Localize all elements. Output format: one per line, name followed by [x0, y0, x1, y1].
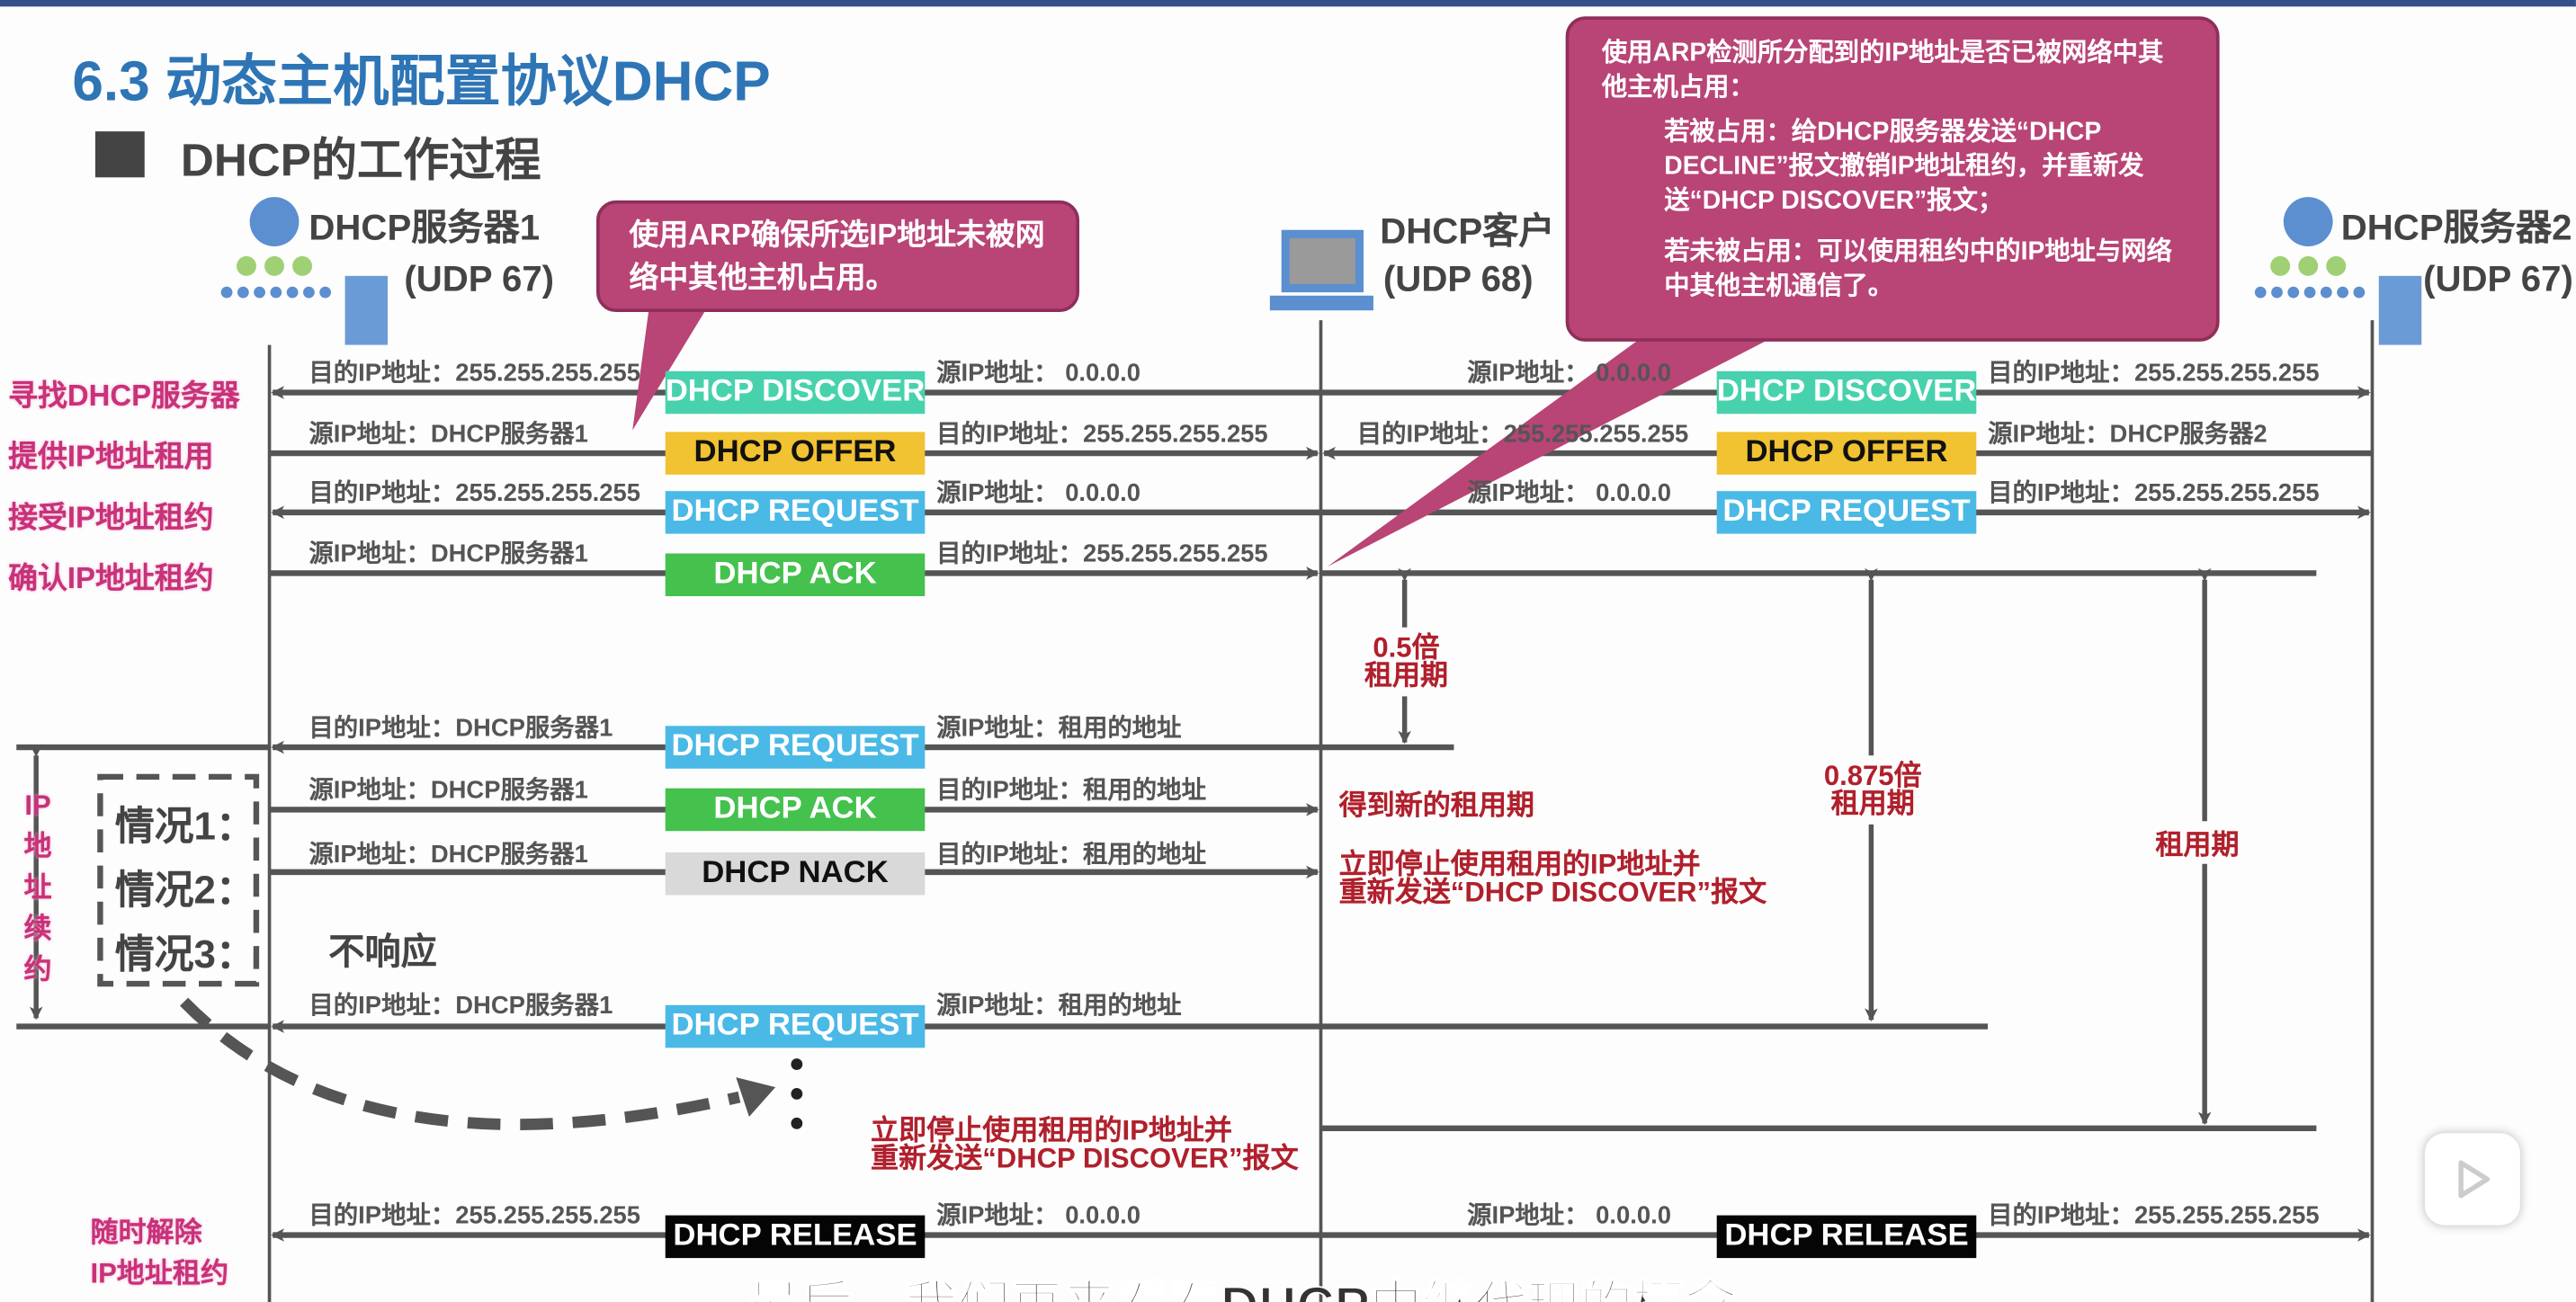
address-label: 源IP地址：租用的地址 [936, 714, 1182, 743]
dhcp-ack-box: DHCP ACK [665, 788, 926, 832]
client-port: (UDP 68) [1382, 257, 1534, 299]
dhcp-request-box: DHCP REQUEST [665, 491, 926, 534]
cases-dashed-box [97, 773, 260, 987]
address-label: 源IP地址：DHCP服务器1 [309, 776, 588, 805]
renewal-label-char: IP [24, 789, 51, 822]
address-label: 源IP地址： 0.0.0.0 [936, 1201, 1140, 1231]
release-label-line: 随时解除 [90, 1217, 202, 1249]
address-label: 目的IP地址：租用的地址 [936, 776, 1206, 805]
ellipsis-dot [791, 1088, 803, 1100]
dhcp-discover-box: DHCP DISCOVER [1716, 370, 1976, 415]
callout-text: 若被占用：给DHCP服务器发送“DHCP DECLINE”报文撤销IP地址租约，… [1664, 118, 2144, 216]
ellipsis-dot [791, 1058, 803, 1070]
play-button[interactable] [2424, 1133, 2520, 1226]
video-caption: 最后，我们再来看看DHCP中继代理的概念 [747, 1264, 1739, 1302]
address-label: 目的IP地址：255.255.255.255 [309, 360, 640, 388]
callout-text: 使用ARP检测所分配到的IP地址是否已被网络中其他主机占用： [1601, 39, 2164, 103]
renewal-label-char: 地 [23, 831, 52, 862]
dhcp-release-box: DHCP RELEASE [1716, 1215, 1977, 1259]
section-title: DHCP的工作过程 [180, 134, 541, 186]
t1-label: 0.5倍 租用期 [1357, 634, 1456, 690]
address-label: 目的IP地址：255.255.255.255 [1988, 360, 2320, 388]
client-name: DHCP客户 [1380, 210, 1555, 252]
phase-label: 确认IP地址租约 [8, 561, 214, 595]
address-label: 目的IP地址：租用的地址 [936, 841, 1206, 869]
address-label: 目的IP地址：DHCP服务器1 [309, 714, 613, 743]
dashed-curve-arrow [180, 997, 741, 1130]
address-label: 目的IP地址：255.255.255.255 [309, 1201, 640, 1231]
address-label: 源IP地址： 0.0.0.0 [936, 479, 1140, 508]
address-label: 源IP地址：租用的地址 [936, 992, 1182, 1021]
address-label: 目的IP地址：255.255.255.255 [1988, 479, 2320, 508]
server1-icon [220, 197, 389, 345]
dhcp-offer-box: DHCP OFFER [665, 432, 926, 475]
case-1-label: 情况1： [114, 804, 255, 850]
address-label: 源IP地址：DHCP服务器2 [1988, 420, 2267, 449]
callout-tail [632, 308, 707, 431]
address-label: 目的IP地址：DHCP服务器1 [309, 992, 613, 1021]
dhcp-request-box: DHCP REQUEST [1716, 491, 1977, 534]
case-3-label: 情况3： [114, 932, 255, 977]
t2-label: 0.875倍 租用期 [1807, 762, 1938, 817]
slide-title: 6.3 动态主机配置协议DHCP [72, 50, 771, 114]
top-bar [0, 0, 2576, 7]
address-label: 源IP地址： 0.0.0.0 [1467, 479, 1671, 508]
t1-value: 0.5倍 [1373, 632, 1440, 664]
dhcp-release-box: DHCP RELEASE [665, 1215, 926, 1259]
nack-note-line1: 立即停止使用租用的IP地址并 [1338, 849, 1701, 881]
release-phase-label: 随时解除 IP地址租约 [90, 1212, 228, 1294]
server2-name: DHCP服务器2 [2340, 207, 2572, 248]
dashed-curve-arrowhead [736, 1077, 776, 1118]
renewal-label: IP 地 址 续 约 [22, 785, 55, 990]
address-label: 源IP地址：DHCP服务器1 [309, 841, 588, 869]
address-label: 源IP地址：DHCP服务器1 [309, 540, 588, 568]
t1-unit: 租用期 [1364, 660, 1449, 691]
phase-label: 提供IP地址租用 [8, 440, 214, 474]
address-label: 目的IP地址：255.255.255.255 [1356, 420, 1689, 449]
address-label: 目的IP地址：255.255.255.255 [936, 420, 1268, 449]
address-label: 目的IP地址：255.255.255.255 [936, 540, 1268, 568]
dhcp-discover-box: DHCP DISCOVER [665, 370, 925, 415]
phase-label: 接受IP地址租约 [8, 501, 214, 534]
server1-name: DHCP服务器1 [309, 207, 541, 248]
address-label: 源IP地址： 0.0.0.0 [1467, 1201, 1671, 1231]
renewal-label-char: 约 [23, 954, 52, 985]
t2-value: 0.875倍 [1823, 760, 1922, 792]
release-label-line: IP地址租约 [90, 1258, 228, 1289]
phase-label: 寻找DHCP服务器 [8, 379, 240, 413]
address-label: 目的IP地址：255.255.255.255 [309, 479, 640, 508]
play-icon [2458, 1160, 2491, 1199]
bullet-square [94, 131, 145, 178]
case-2-label: 情况2： [114, 869, 255, 914]
no-response-label: 不响应 [328, 931, 437, 973]
dhcp-nack-box: DHCP NACK [665, 852, 926, 896]
server2-icon [2254, 197, 2422, 345]
arp-client-callout: 使用ARP检测所分配到的IP地址是否已被网络中其他主机占用： 若被占用：给DHC… [1565, 16, 2220, 342]
ellipsis-dot [791, 1117, 803, 1129]
address-label: 源IP地址： 0.0.0.0 [936, 360, 1140, 388]
server2-port: (UDP 67) [2423, 257, 2573, 299]
timeout-note-line1: 立即停止使用租用的IP地址并 [871, 1115, 1232, 1146]
new-lease-note: 得到新的租用期 [1338, 789, 1534, 822]
dhcp-ack-box: DHCP ACK [665, 553, 926, 597]
dhcp-request-box: DHCP REQUEST [665, 726, 926, 769]
laptop-icon [1269, 229, 1373, 311]
timeout-note-line2: 重新发送“DHCP DISCOVER”报文 [871, 1143, 1299, 1174]
address-label: 源IP地址： 0.0.0.0 [1467, 360, 1671, 388]
callout-text: 若未被占用：可以使用租约中的IP地址与网络中其他主机通信了。 [1664, 237, 2172, 301]
lease-label: 租用期 [2155, 829, 2240, 861]
address-label: 目的IP地址：255.255.255.255 [1988, 1201, 2320, 1231]
renewal-label-char: 址 [23, 871, 52, 904]
arp-server-callout: 使用ARP确保所选IP地址未被网络中其他主机占用。 [596, 200, 1080, 313]
nack-note-line2: 重新发送“DHCP DISCOVER”报文 [1338, 877, 1767, 909]
dhcp-request-box: DHCP REQUEST [665, 1004, 926, 1048]
t2-unit: 租用期 [1830, 788, 1915, 820]
renewal-label-char: 续 [23, 913, 52, 945]
dhcp-offer-box: DHCP OFFER [1716, 432, 1977, 475]
address-label: 源IP地址：DHCP服务器1 [309, 420, 588, 449]
server1-port: (UDP 67) [404, 257, 555, 299]
callout-tail [1327, 336, 1775, 567]
